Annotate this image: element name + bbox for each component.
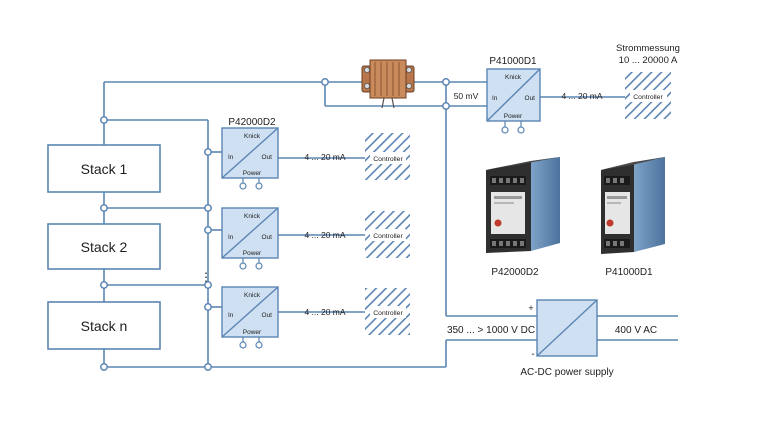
module-brand: Knick (244, 292, 261, 299)
transducer-module-2: Knick In Out Power (221, 207, 279, 270)
controller-label: Controller (373, 156, 403, 163)
controller-n: Controller (365, 288, 410, 335)
product-photo-p42000d2 (486, 157, 560, 253)
module-power-label: Power (243, 170, 262, 177)
signal-label-n: 4 ... 20 mA (304, 307, 345, 317)
stack-2-label: Stack 2 (81, 239, 128, 255)
shunt-voltage-label: 50 mV (454, 91, 479, 101)
transducer-module-n: Knick In Out Power (221, 286, 279, 349)
measurement-range: 10 ... 20000 A (619, 55, 678, 66)
controller-label: Controller (633, 94, 663, 101)
power-terminal-icon (239, 262, 247, 270)
module-brand: Knick (244, 213, 261, 220)
module-out-label: Out (262, 312, 273, 319)
transducer-module-1: Knick In Out Power (221, 127, 279, 190)
shunt-icon (361, 59, 415, 109)
power-terminal-icon (239, 341, 247, 349)
shunt-module-label: P41000D1 (489, 56, 537, 67)
controller-measurement: Controller (625, 72, 671, 119)
stack-1: Stack 1 (47, 144, 161, 193)
controller-label: Controller (373, 233, 403, 240)
module-in-label: In (492, 95, 498, 102)
stack-2: Stack 2 (47, 223, 161, 270)
junction-dots (100, 78, 450, 371)
ac-voltage-label: 400 V AC (615, 325, 657, 336)
controller-label: Controller (373, 310, 403, 317)
wiring (103, 81, 678, 368)
shunt-transducer-module: Knick In Out Power (486, 68, 541, 134)
stack-1-label: Stack 1 (81, 161, 128, 177)
signal-label-1: 4 ... 20 mA (304, 152, 345, 162)
ac-dc-power-supply (536, 299, 598, 357)
photo-caption-p41000d1: P41000D1 (605, 267, 653, 278)
stack-n: Stack n (47, 301, 161, 350)
power-terminal-icon (501, 126, 509, 134)
photo-caption-p42000d2: P42000D2 (491, 267, 539, 278)
power-terminal-icon (255, 182, 263, 190)
power-terminal-icon (239, 182, 247, 190)
module-out-label: Out (525, 95, 536, 102)
module-in-label: In (228, 154, 234, 161)
measurement-title: Strommessung (616, 43, 680, 54)
module-brand: Knick (244, 133, 261, 140)
module-in-label: In (228, 312, 234, 319)
power-terminal-icon (255, 262, 263, 270)
product-photo-p41000d1 (601, 157, 665, 254)
stack-ellipsis: ⋮ (200, 270, 212, 284)
module-power-label: Power (243, 329, 262, 336)
shunt-signal-label: 4 ... 20 mA (561, 91, 602, 101)
power-terminal-icon (255, 341, 263, 349)
stack-n-label: Stack n (81, 318, 128, 334)
module-power-label: Power (243, 250, 262, 257)
signal-label-2: 4 ... 20 mA (304, 230, 345, 240)
transducer-module-label: P42000D2 (228, 117, 276, 128)
module-out-label: Out (262, 154, 273, 161)
dc-plus-label: + (528, 303, 533, 313)
controller-1: Controller (365, 133, 410, 180)
module-out-label: Out (262, 234, 273, 241)
controller-2: Controller (365, 211, 410, 258)
module-power-label: Power (504, 113, 523, 120)
dc-voltage-label: 350 ... > 1000 V DC (447, 325, 535, 336)
module-brand: Knick (505, 74, 522, 81)
dc-minus-label: - (531, 349, 534, 360)
power-terminal-icon (517, 126, 525, 134)
power-supply-caption: AC-DC power supply (520, 367, 613, 378)
module-in-label: In (228, 234, 234, 241)
